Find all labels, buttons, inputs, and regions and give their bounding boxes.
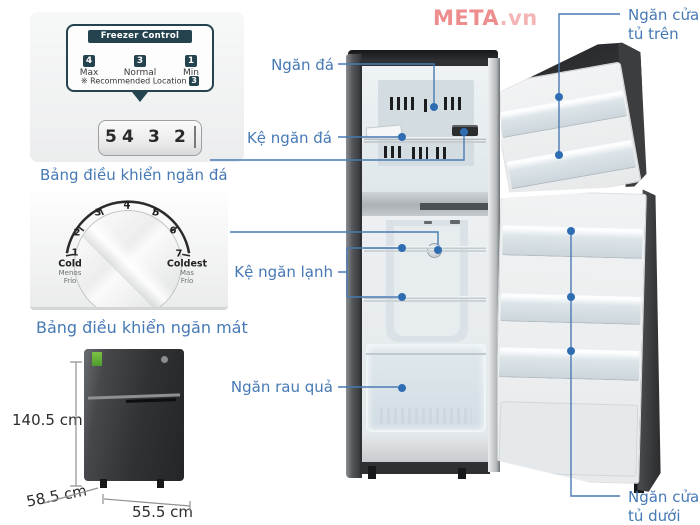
mini-fridge-foot [157,479,164,488]
cold-label: Cold [58,258,82,270]
coldest-sublabel: Mas [180,269,194,277]
freezer-shelf [364,137,486,140]
fridge-shelf [364,246,486,249]
label-veg-drawer: Ngăn rau quả [230,378,333,396]
freezer-control-panel: Freezer Control 4 Max 3 Normal 1 Min ※ R… [66,24,214,92]
setting-badge: 3 [134,55,146,67]
lower-door-inner-face [497,190,647,484]
cooler-dial-number: 4 [123,199,131,211]
freezer-vent [436,147,450,159]
pointer-triangle-icon [132,92,148,102]
watermark-suffix: .vn [499,6,538,30]
cooler-control-photo: 1 2 3 4 5 6 7 Cold Menos Frío Coldest Ma… [30,192,228,310]
freezer-setting-min: 1 Min [174,48,208,78]
cooler-knob [74,210,182,307]
freezer-vent [412,147,428,159]
icemaker-control [452,125,478,136]
hinge-edge [488,58,500,472]
freezer-setting-max: 4 Max [72,48,106,78]
label-lower-door: Ngăn cửa tủ dưới [628,488,700,525]
mini-fridge-handle [125,398,177,403]
vegetable-drawer-rail [366,353,486,355]
freezer-vent [444,97,464,110]
fridge-lamp [424,221,432,224]
lower-door-bin [498,347,640,381]
mini-fridge-photo [84,349,184,488]
freezer-dial-number: 4 [122,127,134,147]
cold-sublabel: Menos [58,269,82,277]
label-freezer: Ngăn đá [271,56,334,74]
freezer-panel-caption: Bảng điều khiển ngăn đá [40,166,228,184]
recommended-text: ※ Recommended Location [80,76,187,86]
brand-logo-icon [161,356,168,363]
upper-door-open [500,42,647,193]
label-upper-door-line2: tủ trên [628,24,679,43]
fridge-lamp [450,220,460,224]
freezer-dial-number: 2 [174,127,186,147]
freezer-setting-normal: 3 Normal [123,48,157,78]
setting-badge: 4 [83,55,95,67]
upper-door-bin [507,139,637,190]
site-watermark: META.vn [433,6,538,30]
label-upper-door-line1: Ngăn cửa [628,6,700,24]
setting-badge: 1 [185,55,197,67]
cooler-dial-number: 7 [175,248,183,260]
depth-dimension: 58.5 cm [24,481,89,511]
fridge-bottom [362,434,488,462]
recommended-badge: 3 [189,76,200,86]
freezer-dial-number: 5 [105,127,117,147]
label-cooler-shelf: Kệ ngăn lạnh [234,263,333,281]
divider-edge [420,203,488,210]
label-lower-door-line1: Ngăn cửa [628,488,700,506]
upper-door-bin [500,90,628,139]
vegetable-drawer-texture [380,408,472,424]
freezer-control-title: Freezer Control [88,30,192,43]
recommended-location: ※ Recommended Location 3 [68,76,212,86]
height-dimension: 140.5 cm [12,411,83,429]
setting-label: Normal [123,68,157,78]
cooler-dial-number: 6 [169,225,177,237]
mini-fridge-foot [100,479,107,488]
fridge-shelf-lip [364,250,486,252]
fridge-foot [458,468,466,479]
fridge-shelf [364,296,486,299]
freezer-dial-indicator [194,126,196,148]
watermark-brand: META [433,6,500,30]
lower-door-open [497,189,661,492]
setting-label: Max [79,68,99,78]
freezer-vent [384,146,404,158]
label-lower-door-line2: tủ dưới [628,506,681,525]
lower-door-bin [500,293,642,325]
cooler-dial-number: 1 [71,247,79,259]
coldest-label: Coldest [166,258,208,270]
cooler-dial-number: 3 [94,207,102,219]
setting-label: Min [183,68,199,78]
knob-ridge [75,211,181,307]
lower-door-bin [502,225,643,259]
cooler-dial-number: 5 [152,207,160,219]
freezer-vent [390,97,414,110]
freezer-vent [424,99,429,112]
fridge-shelf-lip [364,300,486,302]
freezer-dial: 5 4 3 2 [98,120,202,156]
label-upper-door: Ngăn cửa tủ trên [628,6,700,44]
label-freezer-shelf: Kệ ngăn đá [246,129,332,147]
width-dimension: 55.5 cm [132,503,194,521]
cold-sublabel: Frío [63,277,77,285]
energy-label-icon [92,352,102,366]
cooler-panel-caption: Bảng điều khiển ngăn mát [36,318,248,337]
coldest-sublabel: Frío [180,277,194,285]
cooler-dial-number: 2 [73,227,81,239]
lower-door-panel [498,401,639,477]
fridge-back-panel-inner [394,226,460,336]
freezer-dial-number: 3 [148,127,160,147]
fridge-foot [368,466,376,479]
freezer-shelf-lip [364,141,486,143]
upper-door-inner-face [500,61,642,193]
